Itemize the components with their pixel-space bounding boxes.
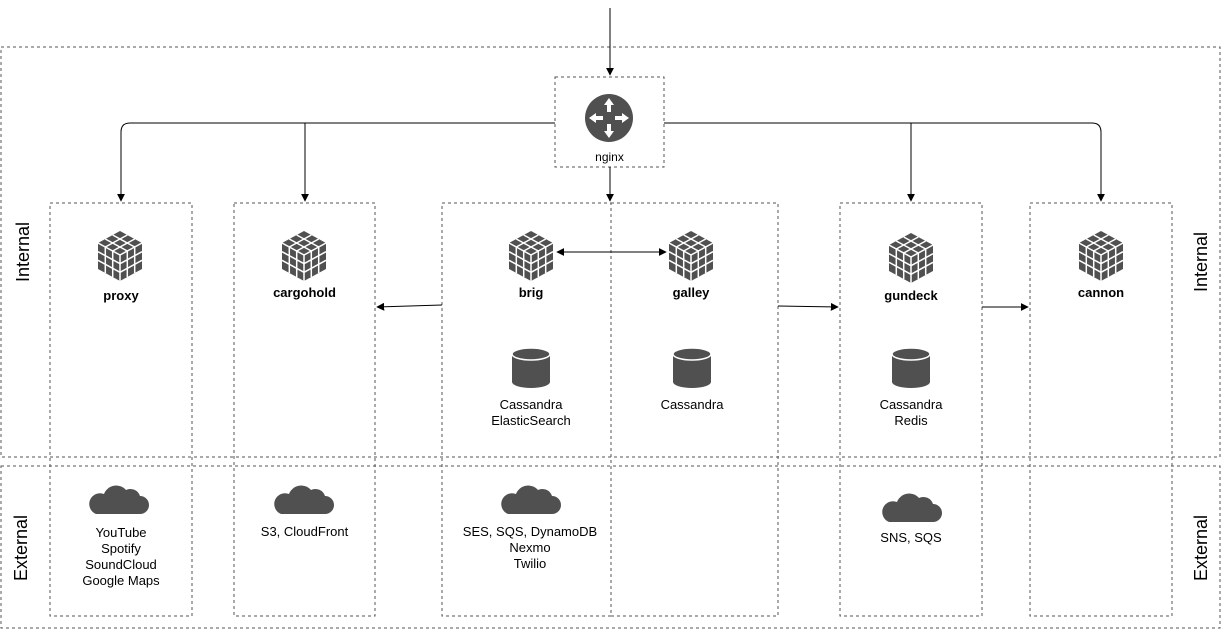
external-label-right: External <box>1191 514 1211 582</box>
galley-cube-icon <box>668 230 714 282</box>
cargohold-column <box>233 202 376 617</box>
proxy-external-googlemaps: Google Maps <box>82 573 160 588</box>
nginx-label: nginx <box>595 150 624 164</box>
brig-cloud-icon <box>501 485 561 514</box>
gundeck-database-icon <box>891 347 931 389</box>
gundeck-storage-cassandra: Cassandra <box>879 397 943 412</box>
proxy-cloud-icon <box>89 485 149 514</box>
cannon-name: cannon <box>1077 285 1125 300</box>
internal-label-left: Internal <box>13 221 33 283</box>
brig-external-aws: SES, SQS, DynamoDB <box>462 524 598 539</box>
brig-external-nexmo: Nexmo <box>509 540 551 555</box>
external-label-left: External <box>11 514 31 582</box>
internal-label-right: Internal <box>1191 231 1211 293</box>
gundeck-cloud-icon <box>882 493 942 522</box>
cargohold-cube-icon <box>281 230 327 282</box>
proxy-name: proxy <box>103 288 139 303</box>
gundeck-name: gundeck <box>884 288 938 303</box>
brig-storage-cassandra: Cassandra <box>499 397 563 412</box>
galley-gundeck-arrow <box>777 302 839 311</box>
brig-storage-elasticsearch: ElasticSearch <box>491 413 571 428</box>
galley-storage-cassandra: Cassandra <box>660 397 724 412</box>
gundeck-external-label: SNS, SQS <box>840 530 982 546</box>
gundeck-cube-icon <box>888 232 934 284</box>
route-proxy <box>117 122 555 202</box>
galley-storage-label: Cassandra <box>612 397 772 413</box>
brig-cargohold-arrow <box>376 302 443 311</box>
cargohold-name: cargohold <box>273 285 336 300</box>
router-icon <box>585 94 633 142</box>
galley-column <box>610 202 779 617</box>
galley-name: galley <box>672 285 710 300</box>
gundeck-column <box>839 202 983 617</box>
cannon-cube-icon <box>1078 230 1124 282</box>
proxy-external-label: YouTube Spotify SoundCloud Google Maps <box>50 525 192 589</box>
brig-cube-icon <box>508 230 554 282</box>
proxy-external-spotify: Spotify <box>101 541 141 556</box>
proxy-cube-icon <box>97 230 143 282</box>
route-cannon <box>664 122 1105 202</box>
cannon-column <box>1029 202 1173 617</box>
brig-storage-label: Cassandra ElasticSearch <box>451 397 611 429</box>
galley-database-icon <box>672 347 712 389</box>
proxy-external-youtube: YouTube <box>95 525 147 540</box>
brig-name: brig <box>518 285 544 300</box>
gundeck-external-sns: SNS, SQS <box>880 530 942 545</box>
brig-database-icon <box>511 347 551 389</box>
brig-column <box>441 202 612 617</box>
cargohold-external-label: S3, CloudFront <box>234 524 375 540</box>
brig-external-twilio: Twilio <box>513 556 547 571</box>
proxy-external-soundcloud: SoundCloud <box>85 557 157 572</box>
cargohold-cloud-icon <box>274 485 334 514</box>
brig-external-label: SES, SQS, DynamoDB Nexmo Twilio <box>442 524 618 572</box>
gundeck-storage-label: Cassandra Redis <box>840 397 982 429</box>
gundeck-storage-redis: Redis <box>894 413 928 428</box>
cargohold-external-s3: S3, CloudFront <box>260 524 349 539</box>
proxy-column <box>49 202 193 617</box>
